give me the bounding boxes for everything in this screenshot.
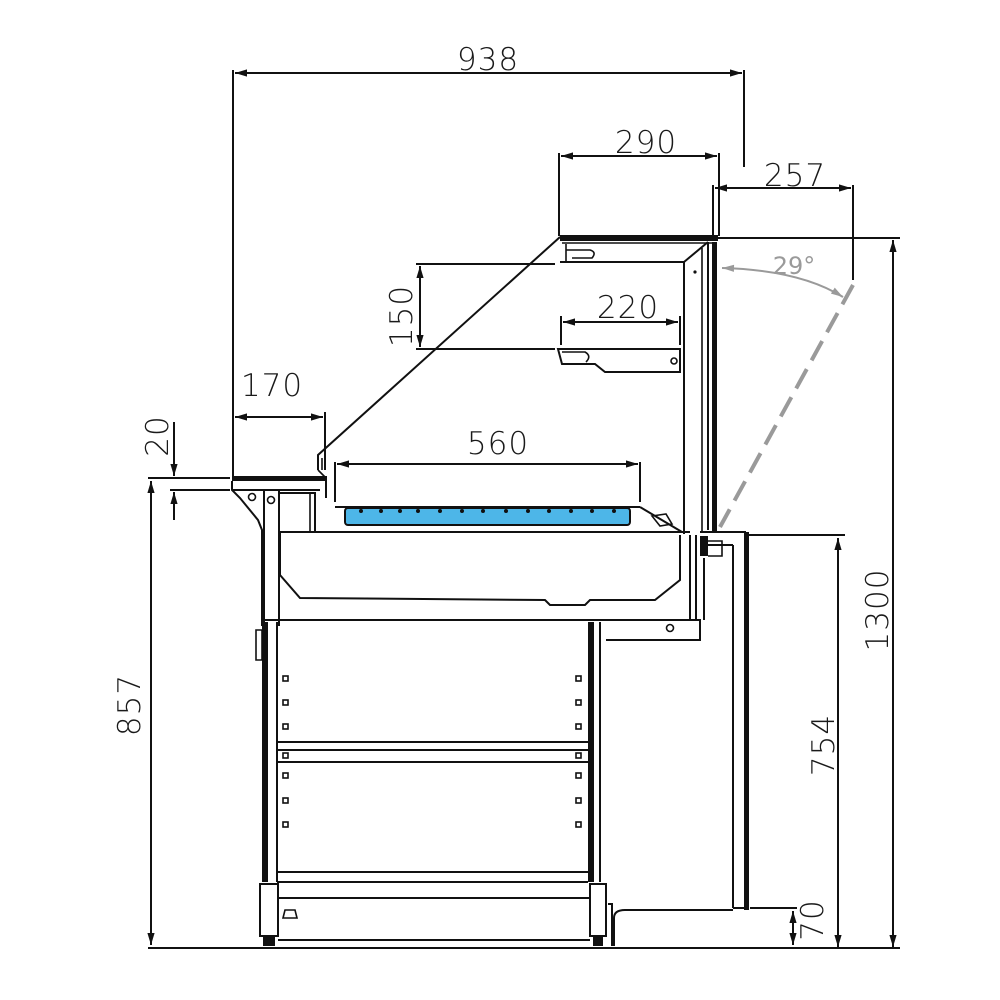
middle-shelf: [556, 348, 681, 373]
dimension-rear-body-height: 754: [748, 534, 845, 947]
rear-leg: [589, 883, 607, 937]
counter-body: [231, 235, 749, 946]
dimension-glass-projection: 257: [712, 158, 854, 280]
dim-label-290: 290: [615, 125, 677, 161]
dimension-canopy-depth: 290: [558, 125, 720, 236]
dim-label-150: 150: [384, 285, 420, 347]
dim-label-70: 70: [795, 899, 831, 940]
dimension-counter-height: 857: [112, 477, 230, 945]
dimension-display-well: 560: [334, 426, 641, 502]
display-tray: [344, 507, 631, 526]
dimension-overall-height: 1300: [717, 237, 900, 947]
dim-label-754: 754: [806, 714, 842, 776]
shelf-peg-holes: [282, 675, 582, 828]
dim-label-20: 20: [140, 415, 176, 456]
dimension-shelf-spacing: 150: [384, 263, 555, 350]
dim-label-1300: 1300: [860, 569, 896, 652]
dimension-overall-depth: 938: [232, 42, 745, 480]
dim-label-170: 170: [241, 368, 303, 404]
dim-label-257: 257: [764, 158, 826, 194]
front-leg: [259, 883, 279, 937]
open-glass-outline: [718, 284, 855, 528]
dim-label-560: 560: [467, 426, 529, 462]
top-canopy: [560, 235, 718, 241]
dim-label-220: 220: [597, 290, 659, 326]
dimension-plinth-height: 70: [750, 899, 831, 945]
tray-holes: [359, 509, 616, 513]
front-ledge: [232, 476, 327, 481]
dim-label-29deg: 29°: [773, 252, 816, 280]
dim-label-857: 857: [112, 674, 148, 736]
dimension-glass-angle: 29°: [718, 252, 855, 528]
dimension-shelf-depth: 220: [560, 290, 681, 345]
front-glass: [317, 236, 561, 470]
dim-label-938: 938: [457, 42, 519, 78]
dimension-front-ledge-depth: 170: [235, 368, 326, 470]
dimension-ledge-thickness: 20: [140, 415, 230, 520]
